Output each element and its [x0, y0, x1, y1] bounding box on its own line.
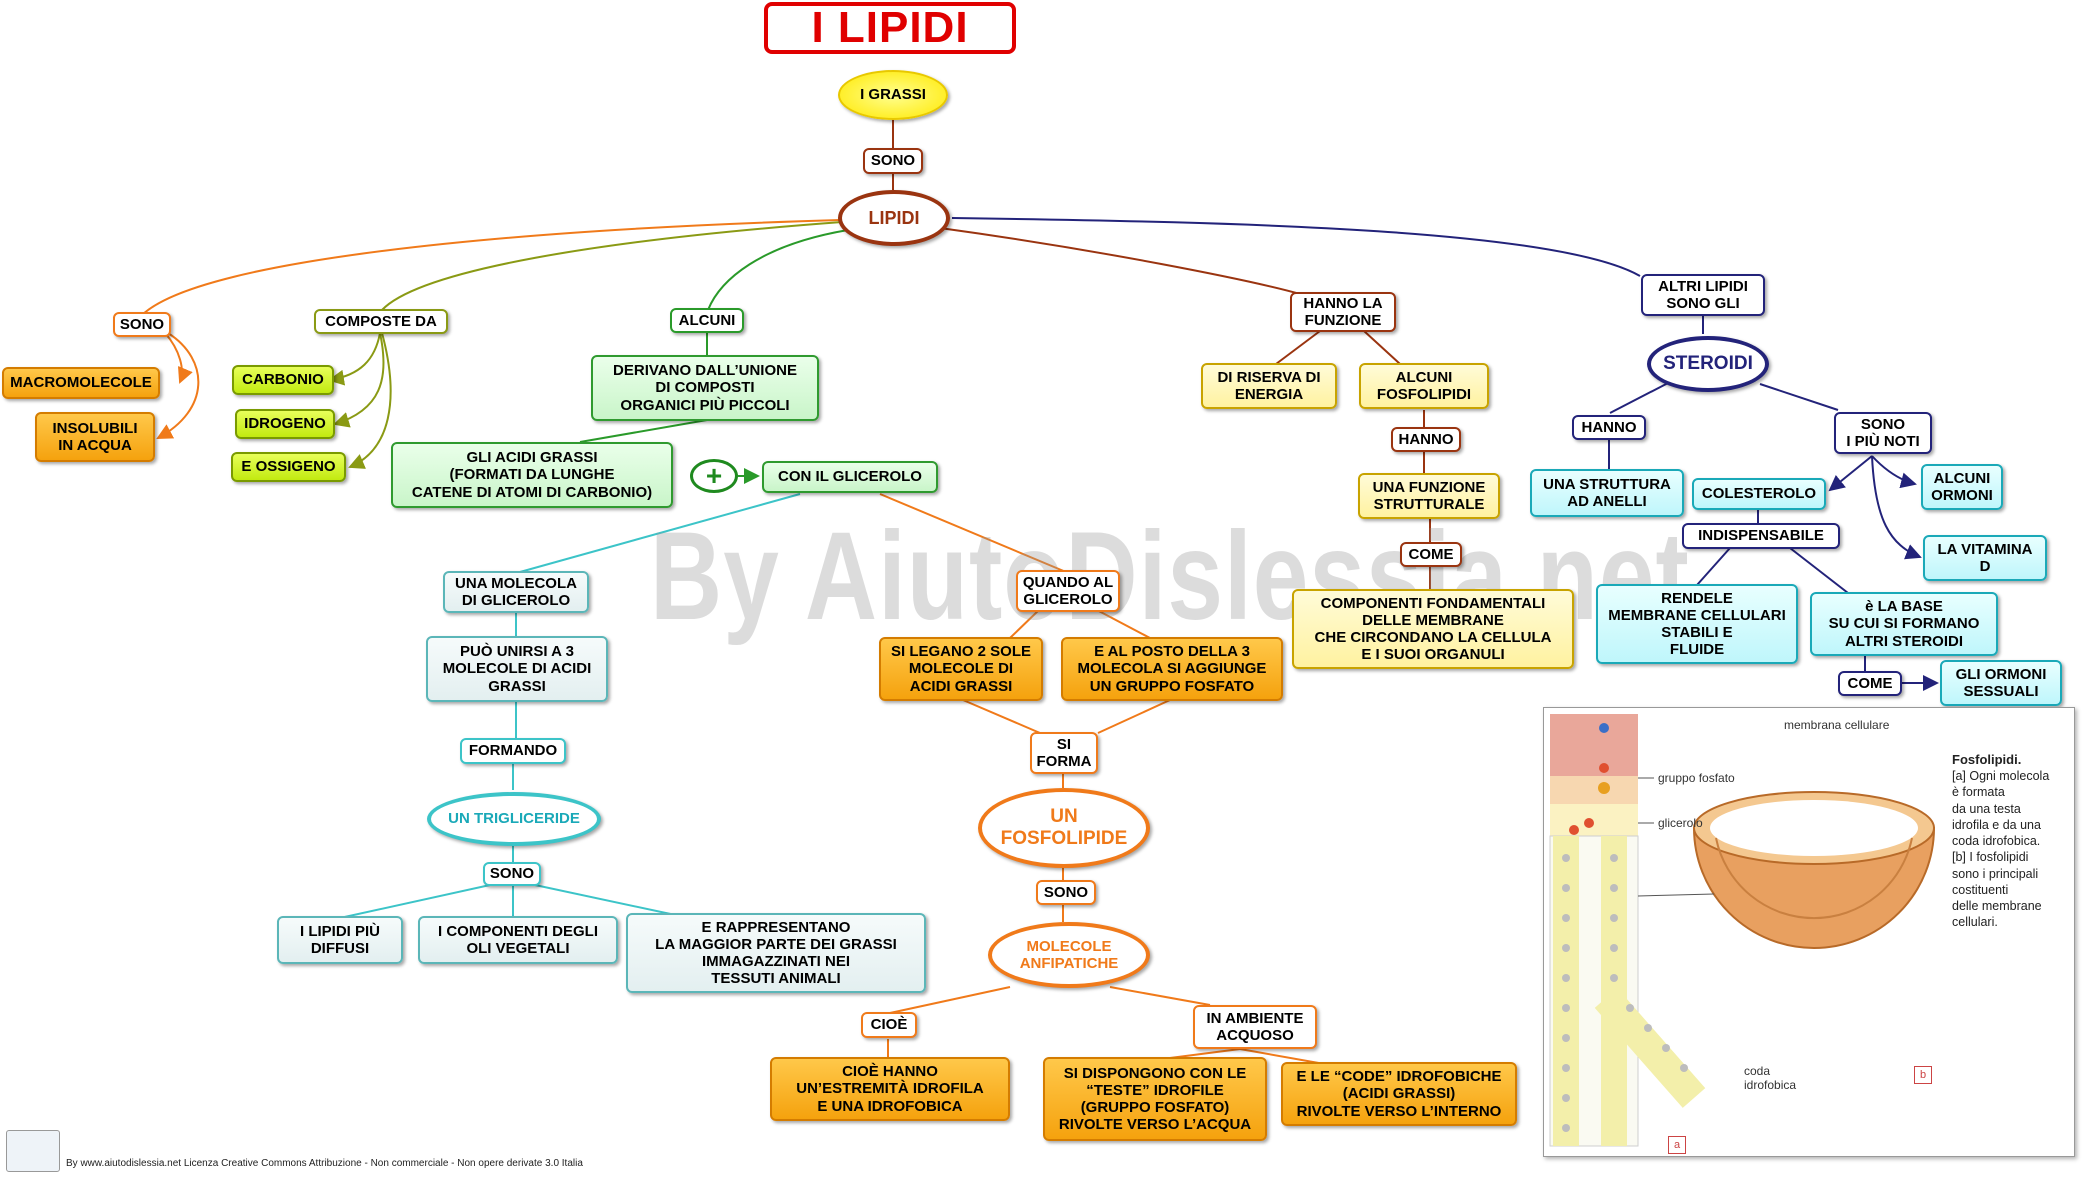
label-altri-lipidi: ALTRI LIPIDI SONO GLI	[1641, 274, 1765, 316]
caption-text: [a] Ogni molecola è formata da una testa…	[1952, 769, 2050, 930]
node-macromolecole: MACROMOLECOLE	[2, 367, 160, 399]
label-alcuni: ALCUNI	[670, 308, 744, 333]
footer-license: By www.aiutodislessia.net Licenza Creati…	[66, 1158, 583, 1169]
label-hanno-mid: HANNO	[1391, 427, 1461, 452]
label-si-forma: SI FORMA	[1030, 732, 1098, 774]
label-cioe: CIOÈ	[861, 1012, 917, 1038]
tag-b: b	[1914, 1066, 1932, 1084]
node-base: è LA BASE SU CUI SI FORMANO ALTRI STEROI…	[1810, 592, 1998, 656]
label-come-mid: COME	[1400, 542, 1462, 567]
node-trigliceride: UN TRIGLICERIDE	[427, 792, 601, 846]
node-puo-unirsi: PUÒ UNIRSI A 3 MOLECOLE DI ACIDI GRASSI	[426, 636, 608, 702]
node-ossigeno: E OSSIGENO	[231, 452, 346, 482]
node-i-grassi: I GRASSI	[838, 70, 948, 120]
plus-icon: +	[690, 459, 738, 493]
label-formando: FORMANDO	[460, 738, 566, 764]
label-sono-fosfo: SONO	[1036, 880, 1096, 905]
node-ormoni: ALCUNI ORMONI	[1921, 464, 2003, 510]
label-composte-da: COMPOSTE DA	[314, 309, 448, 334]
node-code: E LE “CODE” IDROFOBICHE (ACIDI GRASSI) R…	[1281, 1062, 1517, 1126]
label-coda: coda idrofobica	[1744, 1064, 1797, 1092]
label-membrana: membrana cellulare	[1784, 718, 1890, 732]
label-ambiente: IN AMBIENTE ACQUOSO	[1193, 1005, 1317, 1049]
node-gruppo-fosfato: E AL POSTO DELLA 3 MOLECOLA SI AGGIUNGE …	[1061, 637, 1283, 701]
node-teste: SI DISPONGONO CON LE “TESTE” IDROFILE (G…	[1043, 1057, 1267, 1141]
node-componenti: COMPONENTI FONDAMENTALI DELLE MEMBRANE C…	[1292, 589, 1574, 669]
label-sono-left: SONO	[113, 312, 171, 337]
node-lipidi: LIPIDI	[838, 190, 950, 246]
label-hanno-ster: HANNO	[1572, 415, 1646, 440]
phospholipid-illustration	[1549, 714, 1936, 1147]
node-derivano: DERIVANO DALL’UNIONE DI COMPOSTI ORGANIC…	[591, 355, 819, 421]
node-oli-vegetali: I COMPONENTI DEGLI OLI VEGETALI	[418, 916, 618, 964]
node-solo-2: SI LEGANO 2 SOLE MOLECOLE DI ACIDI GRASS…	[879, 637, 1043, 701]
node-strutturale: UNA FUNZIONE STRUTTURALE	[1358, 473, 1500, 519]
caption-title: Fosfolipidi.	[1952, 752, 2022, 767]
label-glicerolo: glicerolo	[1658, 816, 1703, 830]
node-vitamina: LA VITAMINA D	[1923, 535, 2047, 581]
page-title: I LIPIDI	[764, 2, 1016, 54]
node-una-molecola: UNA MOLECOLA DI GLICEROLO	[443, 571, 589, 613]
node-idrogeno: IDROGENO	[235, 409, 335, 439]
label-hanno-funzione: HANNO LA FUNZIONE	[1290, 292, 1396, 332]
node-colesterolo: COLESTEROLO	[1692, 478, 1826, 510]
node-acidi-grassi: GLI ACIDI GRASSI (FORMATI DA LUNGHE CATE…	[391, 442, 673, 508]
node-carbonio: CARBONIO	[232, 365, 334, 395]
label-sono-top: SONO	[863, 148, 923, 174]
label-sono-trig: SONO	[483, 862, 541, 886]
node-grassi-animali: E RAPPRESENTANO LA MAGGIOR PARTE DEI GRA…	[626, 913, 926, 993]
node-piu-diffusi: I LIPIDI PIÙ DIFFUSI	[277, 916, 403, 964]
node-anelli: UNA STRUTTURA AD ANELLI	[1530, 469, 1684, 517]
node-riserva: DI RISERVA DI ENERGIA	[1201, 363, 1337, 409]
node-fosfolipide: UN FOSFOLIPIDE	[978, 788, 1150, 868]
label-quando: QUANDO AL GLICEROLO	[1016, 570, 1120, 612]
node-insolubili: INSOLUBILI IN ACQUA	[35, 412, 155, 462]
node-steroidi: STEROIDI	[1647, 336, 1769, 392]
node-estremita: CIOÈ HANNO UN’ESTREMITÀ IDROFILA E UNA I…	[770, 1057, 1010, 1121]
node-alcuni-fosfo: ALCUNI FOSFOLIPIDI	[1359, 363, 1489, 409]
label-piu-noti: SONO I PIÙ NOTI	[1834, 412, 1932, 454]
label-come-ster: COME	[1838, 671, 1902, 696]
node-glicerolo: CON IL GLICEROLO	[762, 461, 938, 493]
label-gruppo-fosfato: gruppo fosfato	[1658, 771, 1735, 785]
node-anfipatiche: MOLECOLE ANFIPATICHE	[988, 922, 1150, 988]
node-ormoni-sessuali: GLI ORMONI SESSUALI	[1940, 660, 2062, 706]
tag-a: a	[1668, 1136, 1686, 1154]
label-indispensabile: INDISPENSABILE	[1682, 523, 1840, 549]
site-logo-icon	[6, 1130, 60, 1172]
node-rendere: RENDELE MEMBRANE CELLULARI STABILI E FLU…	[1596, 584, 1798, 664]
fosfolipidi-figure: membrana cellulare gruppo fosfato glicer…	[1543, 707, 2075, 1157]
